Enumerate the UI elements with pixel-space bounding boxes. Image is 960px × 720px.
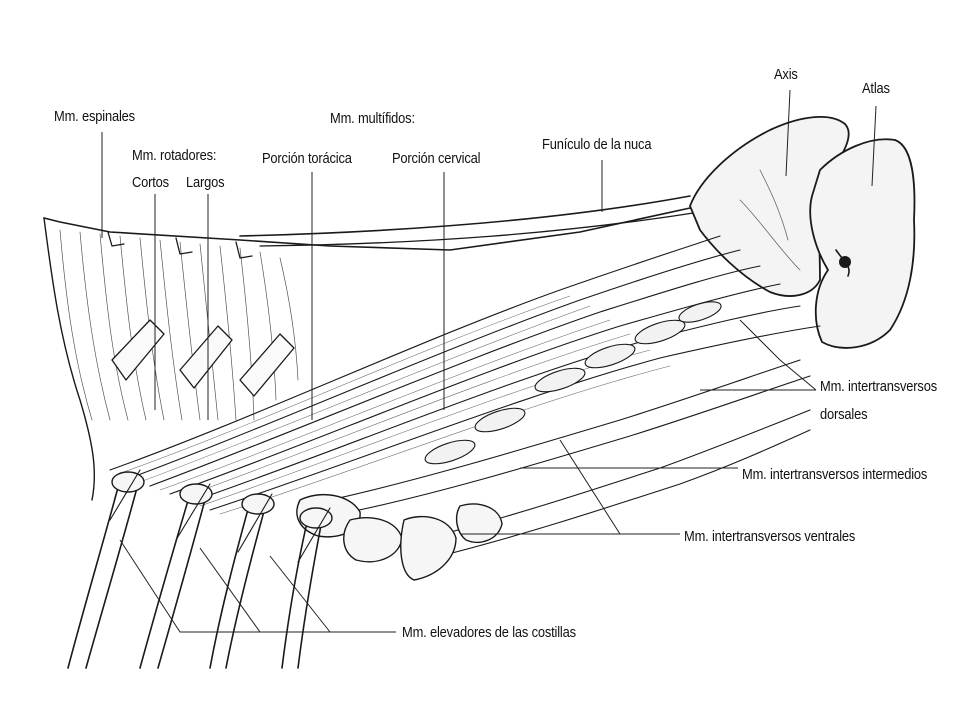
label-intertransversos-dorsales-2: dorsales xyxy=(820,406,868,423)
muscle-bundles xyxy=(109,235,821,511)
label-mm-rotadores: Mm. rotadores: xyxy=(132,147,217,164)
atlas-bone xyxy=(809,138,916,349)
leader-elevadores-b xyxy=(199,547,261,633)
leader-dorsales xyxy=(739,319,817,391)
spinal-wall-hatching xyxy=(59,229,299,421)
label-cortos: Cortos xyxy=(132,174,169,191)
spinous-process-notches xyxy=(107,231,253,259)
nuchal-ligament-upper xyxy=(239,195,691,237)
ribs xyxy=(67,479,323,669)
spinal-wall-lower xyxy=(43,217,96,501)
nuchal-ligament-lower xyxy=(259,211,701,247)
label-elevadores-costillas: Mm. elevadores de las costillas xyxy=(402,624,576,641)
leader-elevadores-c xyxy=(269,555,331,633)
rotator-muscles xyxy=(111,319,295,397)
label-atlas: Atlas xyxy=(862,80,890,97)
leader-axis xyxy=(785,89,791,177)
label-mm-espinales: Mm. espinales xyxy=(54,108,135,125)
label-largos: Largos xyxy=(186,174,225,191)
muscle-fibers xyxy=(117,295,671,515)
label-funiculo-nuca: Funículo de la nuca xyxy=(542,136,652,153)
label-intertransversos-dorsales-1: Mm. intertransversos xyxy=(820,378,938,395)
label-porcion-cervical: Porción cervical xyxy=(392,150,481,167)
label-axis: Axis xyxy=(774,66,798,83)
spinal-wall-outline xyxy=(43,207,691,251)
leader-lines xyxy=(101,89,877,633)
rib-elevator-muscles xyxy=(109,469,331,563)
label-intertransversos-ventrales: Mm. intertransversos ventrales xyxy=(684,528,856,545)
label-porcion-toracica: Porción torácica xyxy=(262,150,352,167)
dorsal-intertransverse-knots xyxy=(424,301,722,465)
label-intertransversos-intermedios: Mm. intertransversos intermedios xyxy=(742,466,928,483)
leader-atlas xyxy=(871,105,877,187)
label-mm-multifidos: Mm. multífidos: xyxy=(330,110,415,127)
vertebral-bodies xyxy=(296,493,503,581)
leader-ventrales xyxy=(559,439,680,535)
leader-elevadores-a xyxy=(119,539,330,633)
